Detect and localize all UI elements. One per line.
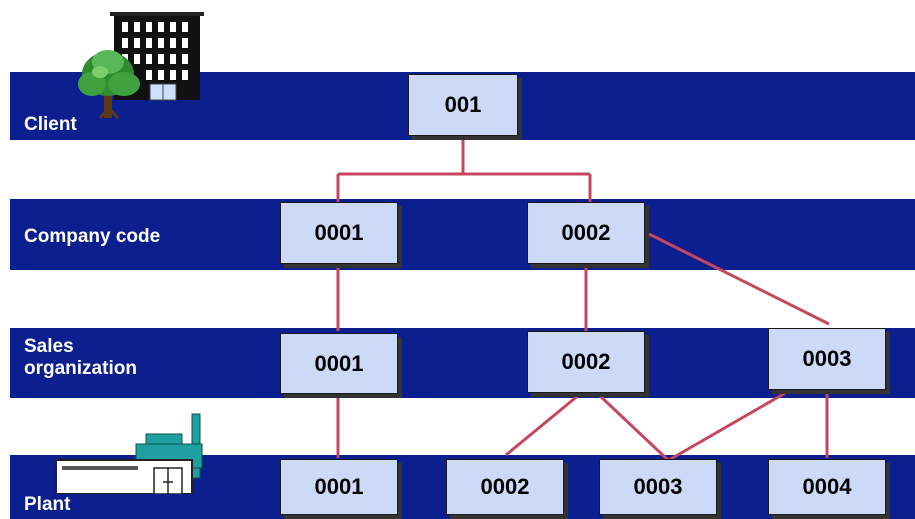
factory-icon [55, 413, 203, 494]
office-building-with-tree-icon [78, 12, 204, 120]
connector-company-0002-to-sales-0003 [648, 232, 830, 326]
plant-node-0002[interactable]: 0002 [446, 459, 564, 515]
sales-organization-node-0001[interactable]: 0001 [280, 333, 398, 394]
sales-organization-node-0002[interactable]: 0002 [527, 331, 645, 393]
sales-organization-level-band [10, 328, 915, 398]
company-code-node-0001[interactable]: 0001 [280, 202, 398, 264]
company-code-level-band [10, 199, 915, 270]
plant-level-label: Plant [24, 494, 71, 515]
connector-sales-0003-to-plant-0003 [668, 390, 788, 462]
company-code-level-label: Company code [24, 226, 161, 247]
plant-node-0003[interactable]: 0003 [599, 459, 717, 515]
sales-organization-node-0003[interactable]: 0003 [768, 328, 886, 390]
sales-organization-level-label: Sales organization [24, 336, 137, 379]
company-code-node-0002[interactable]: 0002 [527, 202, 645, 264]
plant-node-0001[interactable]: 0001 [280, 459, 398, 515]
client-level-label: Client [24, 114, 77, 135]
connector-sales-0002-to-plant-0003 [596, 392, 670, 462]
plant-node-0004[interactable]: 0004 [768, 459, 886, 515]
connector-sales-0002-to-plant-0002 [505, 392, 581, 457]
client-node-001[interactable]: 001 [408, 74, 518, 136]
